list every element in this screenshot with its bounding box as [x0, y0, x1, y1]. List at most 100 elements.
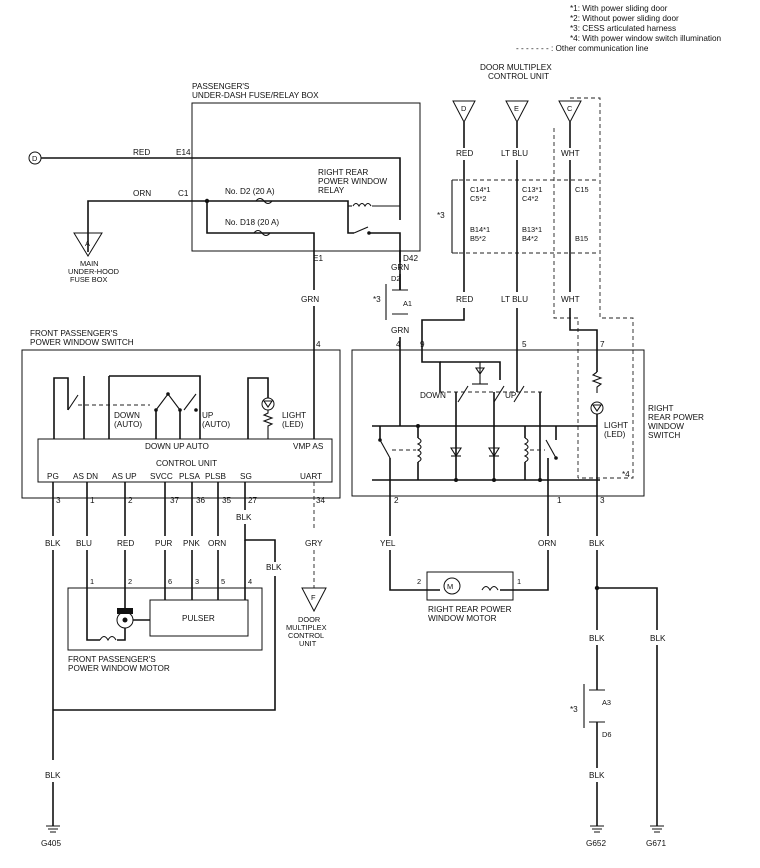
legend: *1: With power sliding door *2: Without …	[516, 4, 722, 53]
legend-line-3: *3: CESS articulated harness	[570, 24, 676, 33]
ground-blk-e: BLK	[650, 634, 666, 643]
pulser-label: PULSER	[182, 614, 215, 623]
rr-pin-9: 9	[420, 340, 425, 349]
ground-g405: G405	[41, 839, 61, 848]
fpw-pin-num-3: 3	[56, 496, 61, 505]
under-hood-fuse-box: A MAIN UNDER-HOOD FUSE BOX	[68, 232, 119, 284]
rr-down-label: DOWN	[420, 391, 446, 400]
fpw-pin-4: 4	[316, 340, 321, 349]
rr-pin-2: 2	[394, 496, 399, 505]
fpw-switch-title-2: POWER WINDOW SWITCH	[30, 338, 134, 347]
d-connector-letter: D	[32, 154, 37, 163]
pin-c14: C14*1	[470, 185, 491, 194]
down-up-auto-label: DOWN UP AUTO	[145, 442, 209, 451]
fpw-down-auto-2: (AUTO)	[114, 420, 142, 429]
conn-a3: A3	[602, 698, 611, 707]
rr-switch-title-4: SWITCH	[648, 431, 680, 440]
wire-plsb-orn: ORN	[208, 539, 226, 548]
rr-pin-4: 4	[396, 340, 401, 349]
fuse-box-wiring	[41, 157, 401, 290]
relay-label-2: POWER WINDOW	[318, 177, 387, 186]
fpw-motor-pin-5: 5	[221, 577, 225, 586]
rr-pin-5: 5	[522, 340, 527, 349]
rr-switch-outline	[351, 349, 645, 497]
ground-blk-a: BLK	[45, 771, 61, 780]
legend-line-4: *4: With power window switch illuminatio…	[570, 34, 722, 43]
under-hood-letter: A	[85, 239, 90, 248]
rr-motor-m: M	[447, 582, 453, 591]
fpw-pin-num-37: 37	[170, 496, 180, 505]
fpw-motor-title-2: POWER WINDOW MOTOR	[68, 664, 170, 673]
rr-switch-title-1: RIGHT	[648, 404, 673, 413]
fuse-box-title-2: UNDER-DASH FUSE/RELAY BOX	[192, 91, 319, 100]
mpcu-wire-ltblu: LT BLU	[501, 149, 528, 158]
rr-motor-title-2: WINDOW MOTOR	[428, 614, 497, 623]
fpw-pin-pg: PG	[47, 472, 59, 481]
rr-pin-7: 7	[600, 340, 605, 349]
fuse-box-title-1: PASSENGER'S	[192, 82, 250, 91]
mpcu-pin-c: C	[567, 104, 573, 113]
fpw-motor-wires: BLK BLK BLU RED PUR PNK ORN BLK GRY	[45, 482, 323, 760]
relay-label-3: RELAY	[318, 186, 345, 195]
under-hood-label-1: MAIN	[80, 259, 98, 268]
conn-a1: A1	[403, 299, 412, 308]
legend-line-2: *2: Without power sliding door	[570, 14, 679, 23]
wire-red-label: RED	[133, 148, 150, 157]
mpcu-f-label-3: CONTROL	[288, 631, 324, 640]
front-passenger-switch: FRONT PASSENGER'S POWER WINDOW SWITCH 4 …	[21, 329, 341, 505]
fpw-pin-asup: AS UP	[112, 472, 137, 481]
grn-label-3: GRN	[301, 295, 319, 304]
rr-wire-ltblu: LT BLU	[501, 295, 528, 304]
fpw-up-auto-1: UP	[202, 411, 214, 420]
wire-uart-gry: GRY	[305, 539, 323, 548]
fuse-box-outline	[191, 102, 421, 252]
ground-blk-c: BLK	[589, 634, 605, 643]
rr-motor-outline	[426, 571, 514, 601]
rr-switch-title-2: REAR POWER	[648, 413, 704, 422]
ground-g671: G671	[646, 839, 666, 848]
relay-label-1: RIGHT REAR	[318, 168, 368, 177]
fpw-pin-num-1: 1	[90, 496, 95, 505]
rr-pin-1: 1	[557, 496, 562, 505]
fpw-control-unit	[37, 438, 333, 483]
mpcu-f-label-2: MULTIPLEX	[286, 623, 327, 632]
pin-c13: C13*1	[522, 185, 543, 194]
ground-blk-d: BLK	[589, 771, 605, 780]
mpcu-f-label-1: DOOR	[298, 615, 320, 624]
fpw-pin-numbers: 3 1 2 37 36 35 27 34	[56, 496, 326, 505]
fpw-switch-title-1: FRONT PASSENGER'S	[30, 329, 118, 338]
fpw-pin-plsb: PLSB	[205, 472, 226, 481]
fpw-motor-title-1: FRONT PASSENGER'S	[68, 655, 156, 664]
fpw-motor-pin-1: 1	[90, 577, 94, 586]
pin-e1: E1	[313, 254, 323, 263]
fpw-pin-labels: PG AS DN AS UP SVCC PLSA PLSB SG UART	[47, 472, 322, 481]
vmp-as-label: VMP AS	[293, 442, 324, 451]
mpcu-f: F DOOR MULTIPLEX CONTROL UNIT	[286, 587, 327, 648]
fpw-motor-pin-2: 2	[128, 577, 132, 586]
fpw-light-2: (LED)	[282, 420, 304, 429]
rr-switch: 4 9 5 7 RIGHT REAR POWER WINDOW SWITCH *…	[351, 340, 704, 505]
grn-label-1: GRN	[391, 263, 409, 272]
fpw-pin-svcc: SVCC	[150, 472, 173, 481]
wire-svcc-pur: PUR	[155, 539, 172, 548]
rr-switch-title-3: WINDOW	[648, 422, 684, 431]
wire-asup-red: RED	[117, 539, 134, 548]
under-hood-label-3: FUSE BOX	[70, 275, 107, 284]
fpw-pin-asdn: AS DN	[73, 472, 98, 481]
rr-led-icon	[590, 401, 604, 415]
wire-asdn-blu: BLU	[76, 539, 92, 548]
mpcu-pin-e: E	[514, 104, 519, 113]
mpcu-f-letter: F	[311, 593, 316, 602]
conn-d2: D2	[391, 274, 400, 283]
fpw-motor-pin-6: 6	[168, 577, 172, 586]
wire-pg-blk: BLK	[45, 539, 61, 548]
pin-b13: B13*1	[522, 225, 542, 234]
rr-light-2: (LED)	[604, 430, 626, 439]
mpcu-wires: RED LT BLU WHT	[421, 122, 598, 350]
mpcu-title-2: CONTROL UNIT	[488, 72, 549, 81]
mpcu-title-1: DOOR MULTIPLEX	[480, 63, 552, 72]
legend-line-5: - - - - - - - : Other communication line	[516, 44, 649, 53]
pin-e14: E14	[176, 148, 191, 157]
cess-harness: *3 C14*1 C5*2 C13*1 C4*2 C15 B14*1 B5*2 …	[437, 179, 598, 254]
